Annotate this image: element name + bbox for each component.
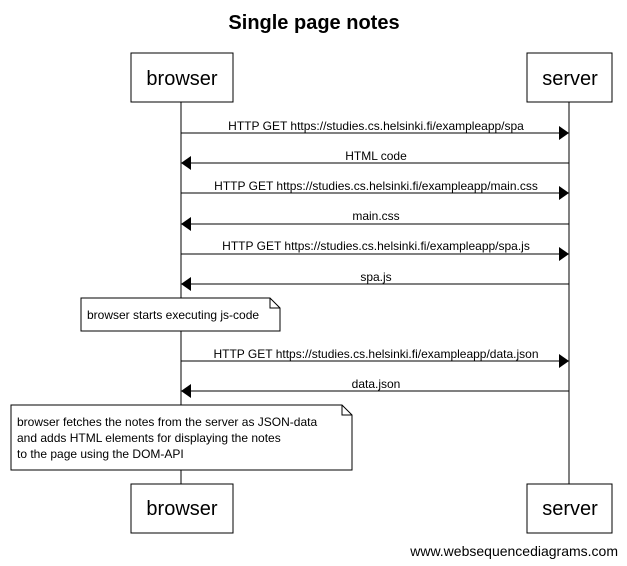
message-label: data.json <box>352 377 401 391</box>
participant-browser-top: browser <box>130 52 234 103</box>
message-3: HTTP GET https://studies.cs.helsinki.fi/… <box>181 179 569 200</box>
message-4: main.css <box>181 209 569 231</box>
participant-label: server <box>542 68 598 90</box>
message-label: HTTP GET https://studies.cs.helsinki.fi/… <box>222 239 530 253</box>
message-label: main.css <box>352 209 399 223</box>
note-fetch-notes: browser fetches the notes from the serve… <box>10 404 353 471</box>
participant-server-top: server <box>526 52 613 103</box>
message-label: HTTP GET https://studies.cs.helsinki.fi/… <box>214 179 538 193</box>
participant-browser-bottom: browser <box>130 483 234 534</box>
message-8: data.json <box>181 377 569 398</box>
note-text-line: to the page using the DOM-API <box>17 447 184 461</box>
message-6: spa.js <box>181 270 569 291</box>
message-1: HTTP GET https://studies.cs.helsinki.fi/… <box>181 119 569 140</box>
message-label: HTTP GET https://studies.cs.helsinki.fi/… <box>228 119 524 133</box>
message-2: HTML code <box>181 149 569 170</box>
note-js-executing: browser starts executing js-code <box>80 297 281 332</box>
note-text-line: and adds HTML elements for displaying th… <box>17 431 281 445</box>
participant-server-bottom: server <box>526 483 613 534</box>
diagram-title: Single page notes <box>228 12 399 34</box>
message-7: HTTP GET https://studies.cs.helsinki.fi/… <box>181 347 569 368</box>
participant-label: browser <box>146 498 217 520</box>
message-label: spa.js <box>360 270 391 284</box>
note-text: browser starts executing js-code <box>87 308 259 322</box>
watermark: www.websequencediagrams.com <box>409 543 618 559</box>
note-text-line: browser fetches the notes from the serve… <box>17 415 317 429</box>
message-label: HTTP GET https://studies.cs.helsinki.fi/… <box>213 347 538 361</box>
message-5: HTTP GET https://studies.cs.helsinki.fi/… <box>181 239 569 261</box>
participant-label: server <box>542 498 598 520</box>
participant-label: browser <box>146 68 217 90</box>
message-label: HTML code <box>345 149 407 163</box>
